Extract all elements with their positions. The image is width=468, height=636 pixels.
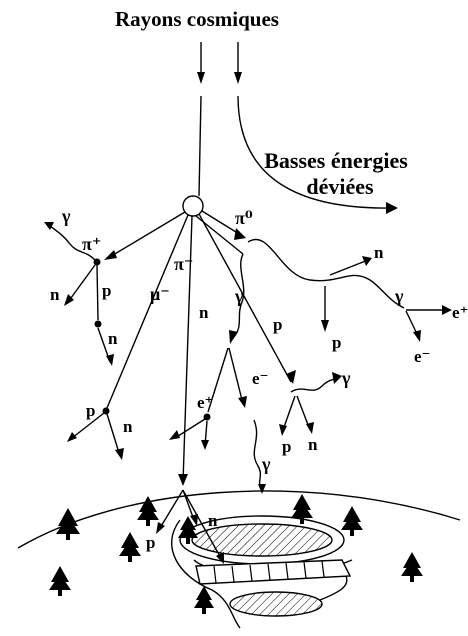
label-n-5: n bbox=[123, 417, 133, 436]
particle-labels: π⁰ π⁺ π⁻ μ⁻ γ γ γ γ γ n n n n n n n p p … bbox=[50, 206, 468, 552]
deflected-label-line2: déviées bbox=[306, 174, 374, 199]
label-pi-minus: π⁻ bbox=[174, 254, 193, 274]
label-e-minus-1: e⁻ bbox=[252, 369, 269, 388]
label-p-5: p bbox=[282, 437, 291, 456]
tree-icon bbox=[137, 496, 159, 526]
label-n-6: n bbox=[308, 435, 318, 454]
label-mu-minus: μ⁻ bbox=[150, 284, 170, 304]
label-gamma-4: γ bbox=[341, 368, 351, 388]
label-gamma-5: γ bbox=[261, 454, 271, 474]
pi-zero-subtree bbox=[247, 238, 452, 342]
label-pi-zero: π⁰ bbox=[235, 208, 253, 228]
gamma-subtree bbox=[169, 253, 266, 494]
collision-nucleus-icon bbox=[182, 195, 204, 217]
tree-icon bbox=[178, 516, 198, 544]
tree-icon bbox=[56, 508, 80, 540]
tree-icon bbox=[401, 552, 423, 582]
label-gamma-3: γ bbox=[394, 286, 404, 306]
label-e-minus-2: e⁻ bbox=[414, 347, 431, 366]
diagram-title: Rayons cosmiques bbox=[115, 7, 279, 31]
label-p-2: p bbox=[273, 315, 282, 334]
label-p-3: p bbox=[332, 333, 341, 352]
tree-icon bbox=[194, 586, 214, 614]
pi-plus-subtree bbox=[44, 222, 114, 366]
primary-branches bbox=[104, 210, 296, 486]
tree-icon bbox=[119, 532, 141, 562]
label-e-plus-2: e⁺ bbox=[452, 303, 468, 322]
label-p-4: p bbox=[86, 401, 95, 420]
trees bbox=[49, 494, 423, 614]
label-p-6: p bbox=[146, 533, 155, 552]
label-pi-plus: π⁺ bbox=[82, 234, 101, 254]
label-e-plus-1: e⁺ bbox=[197, 393, 214, 412]
deflected-label-line1: Basses énergies bbox=[264, 148, 408, 173]
tree-icon bbox=[341, 506, 363, 536]
tree-icon bbox=[49, 566, 71, 596]
mu-minus-subtree bbox=[67, 407, 124, 460]
label-n-4: n bbox=[374, 243, 384, 262]
detector-ring-icon bbox=[170, 515, 353, 629]
label-n-1: n bbox=[50, 285, 60, 304]
label-n-2: n bbox=[108, 329, 118, 348]
incoming-rays bbox=[197, 42, 398, 214]
label-gamma-1: γ bbox=[61, 206, 71, 226]
label-p-1: p bbox=[102, 281, 111, 300]
label-gamma-2: γ bbox=[234, 286, 244, 306]
label-n-3: n bbox=[199, 303, 209, 322]
label-n-7: n bbox=[208, 511, 218, 530]
tree-icon bbox=[291, 494, 313, 524]
p-branch-subtree bbox=[279, 372, 342, 436]
